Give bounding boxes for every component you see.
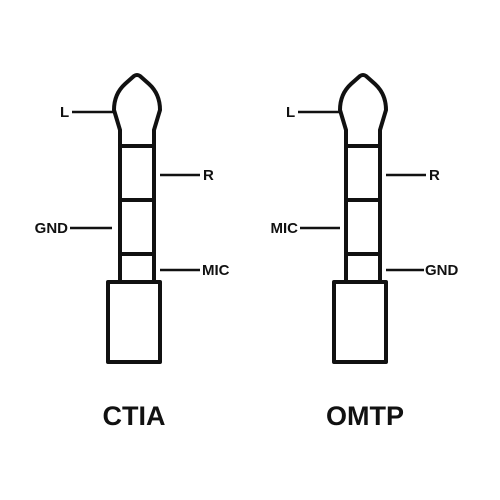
- ctia-plug-tip: [112, 73, 162, 148]
- ctia-plug-sleeve: [106, 280, 162, 364]
- omtp-ring2-label: MIC: [271, 220, 299, 237]
- omtp-plug-ring-2: [344, 198, 382, 256]
- ctia-caption: CTIA: [103, 401, 166, 431]
- omtp-plug-ring-3: [344, 252, 382, 284]
- omtp-plug-ring-1: [344, 144, 382, 202]
- omtp-sleeve-label: GND: [425, 262, 459, 279]
- omtp-tip-label: L: [286, 104, 295, 121]
- omtp-plug-tip: [338, 73, 388, 148]
- ctia-plug-ring-3: [118, 252, 156, 284]
- ctia-ring1-label: R: [203, 167, 214, 184]
- ctia-plug-ring-2: [118, 198, 156, 256]
- omtp-ring1-label: R: [429, 167, 440, 184]
- ctia-sleeve-label: MIC: [202, 262, 230, 279]
- omtp-caption: OMTP: [326, 401, 404, 431]
- ctia-ring2-label: GND: [35, 220, 69, 237]
- omtp-plug: L R MIC GND OMTP: [271, 73, 459, 431]
- ctia-plug: L R GND MIC CTIA: [35, 73, 230, 431]
- omtp-plug-sleeve: [332, 280, 388, 364]
- ctia-tip-label: L: [60, 104, 69, 121]
- ctia-plug-ring-1: [118, 144, 156, 202]
